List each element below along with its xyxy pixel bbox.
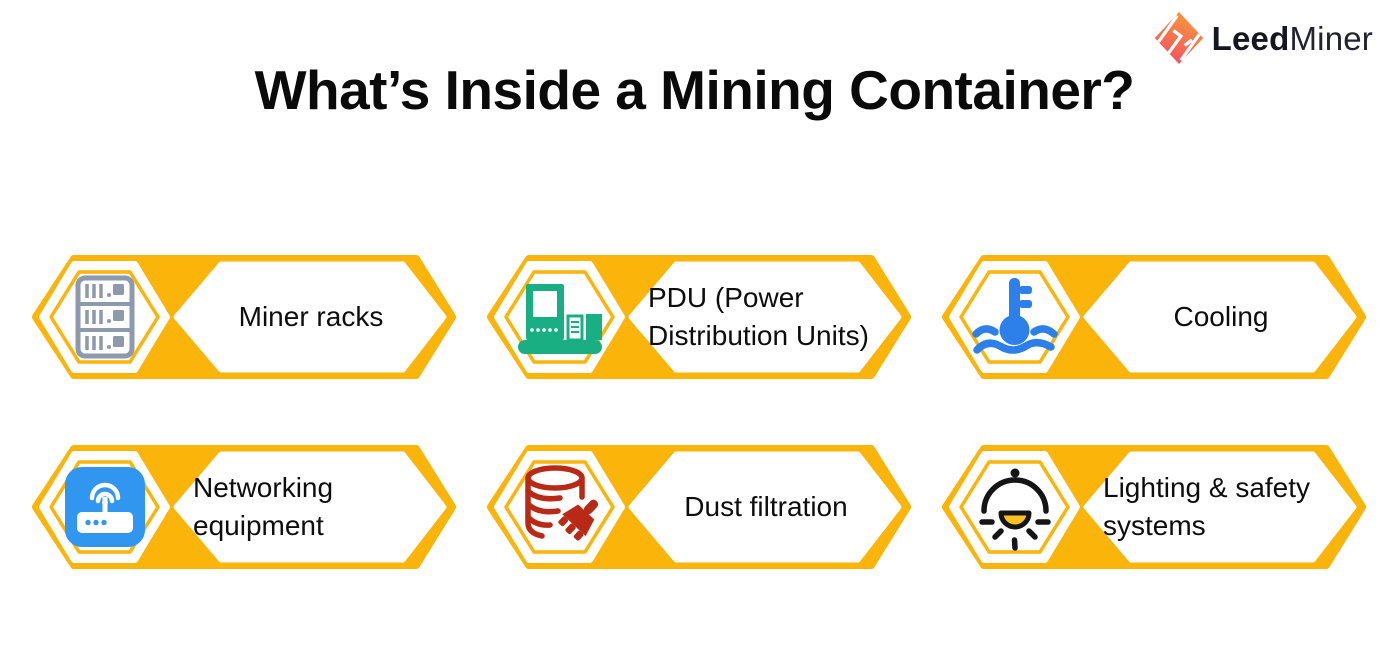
leedminer-logo-icon: [1154, 12, 1203, 64]
server-rack-icon: [52, 272, 158, 362]
item-label: Dust filtration: [684, 491, 848, 523]
item-label: PDU (Power Distribution Units): [648, 282, 869, 351]
item-label: Lighting & safety systems: [1103, 472, 1311, 541]
item-label: Networking equipment: [193, 472, 334, 541]
item-card-cooling: Cooling: [938, 251, 1370, 383]
pendant-lamp-icon: [962, 462, 1068, 552]
item-card-dust-filtration: Dust filtration: [483, 441, 915, 573]
leedminer-logo: LeedMiner: [1153, 10, 1373, 66]
logo-brand-regular: Miner: [1289, 19, 1373, 57]
pdu-cabinet-icon: [507, 272, 613, 362]
item-label: Cooling: [1173, 301, 1269, 333]
page-title: What’s Inside a Mining Container?: [254, 59, 1135, 121]
item-card-pdu: PDU (Power Distribution Units): [483, 251, 915, 383]
leedminer-logo-text: LeedMiner: [1212, 22, 1373, 55]
coolant-thermometer-icon: [962, 272, 1068, 362]
item-label: Miner racks: [238, 301, 384, 333]
item-card-networking: Networking equipment: [28, 441, 460, 573]
item-card-lighting-safety: Lighting & safety systems: [938, 441, 1370, 573]
logo-brand-bold: Leed: [1211, 19, 1290, 57]
item-card-miner-racks: Miner racks: [28, 251, 460, 383]
wifi-router-icon: [52, 462, 158, 552]
items-grid: Miner racks PDU (Power Distrib: [28, 251, 1370, 573]
dust-cleaning-icon: [507, 462, 613, 552]
